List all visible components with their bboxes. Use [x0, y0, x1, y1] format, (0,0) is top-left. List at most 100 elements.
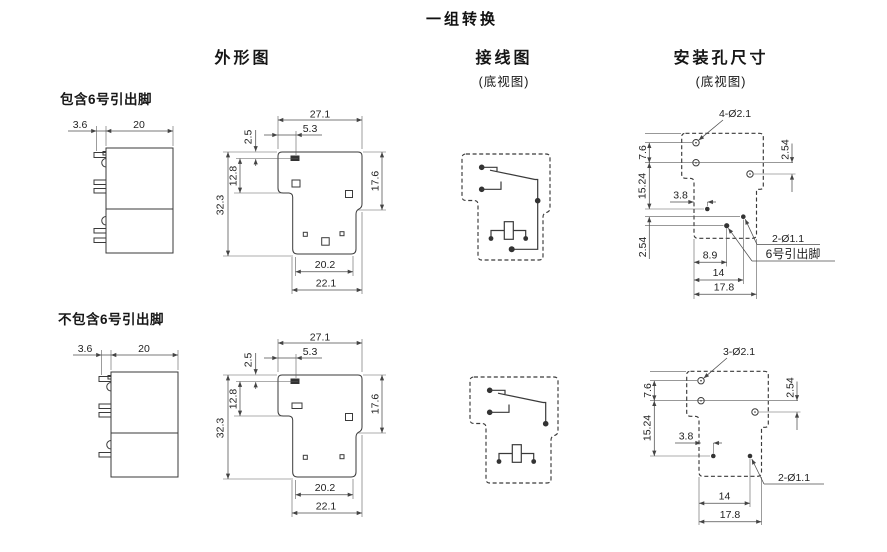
dim-right-pitch: 2.54: [785, 377, 797, 398]
dim-left-step-height: 12.8: [228, 166, 240, 187]
small-hole: [741, 214, 746, 219]
wiring-diagram-row1: [461, 153, 551, 261]
coil-symbol-row2: [496, 444, 537, 464]
side-view-dimensions-row2: 3.6 20: [73, 343, 179, 375]
pin-square-right: [345, 413, 353, 421]
mounting-dimensions-row2: 7.6 15.24 2.54 3.8 14 17.8: [642, 370, 801, 525]
dim-bottom-outer-width: 22.1: [316, 501, 337, 513]
switch-blade: [497, 392, 544, 404]
column-subtitle-wiring: (底视图): [478, 75, 530, 89]
dim-total-height: 32.3: [215, 195, 227, 216]
pin-square-right: [345, 190, 353, 198]
dim-body-width: 20: [133, 119, 145, 131]
pin6-square-bottom-center: [321, 237, 330, 246]
dim-bottom-inner-width: 20.2: [315, 259, 336, 271]
mounting-outline-row1: [681, 132, 764, 239]
pin6-label: 6号引出脚: [766, 246, 821, 261]
row2-label: 不包含6号引出脚: [58, 312, 165, 327]
bottom-view-dimensions-row2: 27.1 5.3 2.5 12.8 32.3 17.6 20.2 22.1: [215, 332, 386, 517]
dim-top-width: 27.1: [310, 109, 331, 121]
dim-row-pitch-2: 15.24: [642, 415, 654, 441]
wiring-outline-row1: [461, 153, 551, 261]
mounting-holes-row2: [697, 377, 759, 459]
relay-outline-bottom-row2: [277, 374, 363, 478]
column-header-mounting-group: 安装孔尺寸 (底视图): [656, 44, 786, 90]
relay-outline-bottom-row1: [277, 151, 363, 255]
dim-row-pitch-3: 2.54: [637, 237, 649, 258]
small-hole: [747, 453, 753, 459]
bottom-view-diagram-row1: 27.1 5.3 2.5 12.8 32.3 17.6 20.2 22.1: [215, 109, 386, 294]
dim-bottom-outer-width: 22.1: [316, 278, 337, 290]
row1-label: 包含6号引出脚: [60, 92, 153, 107]
side-view-diagram-row1: 3.6 20: [68, 119, 174, 254]
small-hole: [711, 453, 716, 459]
dim-col-offset: 3.8: [673, 190, 688, 202]
bottom-view-dimensions-row1: 27.1 5.3 2.5 12.8 32.3 17.6 20.2 22.1: [215, 109, 386, 294]
pin-square-left: [291, 402, 303, 409]
coil-terminal-dot: [523, 236, 529, 241]
dim-right-pitch: 2.54: [780, 139, 792, 160]
dim-row-pitch-1: 7.6: [637, 145, 649, 160]
mounting-labels-row2: 3-Ø2.1 2-Ø1.1: [703, 346, 824, 485]
relay-contacts-row1: [478, 164, 541, 253]
pin6-hole: [724, 223, 730, 229]
pin-square-bottom-left: [302, 454, 308, 460]
small-hole: [705, 206, 710, 212]
wiring-diagram-row2: [469, 376, 559, 484]
column-subtitle-mounting: (底视图): [695, 75, 747, 89]
terminal-dot: [478, 164, 485, 171]
coil-terminal-dot: [496, 459, 502, 464]
column-header-wiring-group: 接线图 (底视图): [444, 44, 564, 90]
side-view-dimensions-row1: 3.6 20: [68, 119, 174, 151]
column-header-wiring: 接线图: [475, 50, 533, 67]
dim-pin-protrusion: 3.6: [78, 343, 93, 355]
terminal-dot-pin6: [508, 246, 515, 253]
dim-total-width: 17.8: [714, 282, 735, 294]
mounting-holes-diagram-row1: 7.6 15.24 2.54 2.54 3.8 8.9 14 17.8 4-Ø2…: [637, 108, 835, 299]
column-header-outline: 外形图: [214, 50, 272, 67]
mounting-holes-row1: [692, 139, 754, 229]
switch-blade: [489, 169, 536, 181]
dim-pin-offset-y: 2.5: [243, 353, 255, 368]
dim-body-width: 20: [138, 343, 150, 355]
dim-total-width: 17.8: [720, 509, 741, 521]
wiring-outline-row2: [469, 376, 559, 484]
dim-pin-offset-y: 2.5: [243, 130, 255, 145]
terminal-dot: [534, 197, 541, 204]
coil-terminal-dot: [488, 236, 494, 241]
terminal-dot: [486, 409, 493, 416]
coil-symbol-row1: [488, 221, 529, 241]
dim-total-height: 32.3: [215, 418, 227, 439]
dim-bottom-inner-width: 20.2: [315, 482, 336, 494]
bottom-view-diagram-row2: 27.1 5.3 2.5 12.8 32.3 17.6 20.2 22.1: [215, 332, 386, 517]
terminal-dot: [478, 186, 485, 193]
dim-pin6-x: 8.9: [703, 250, 718, 262]
relay-contacts-row2: [486, 387, 549, 427]
page-title: 一组转换: [425, 11, 498, 28]
dim-top-width: 27.1: [310, 332, 331, 344]
dim-pin-protrusion: 3.6: [73, 119, 88, 131]
terminal-dot: [486, 387, 493, 394]
terminal-dot: [542, 420, 549, 427]
dim-left-step-height: 12.8: [228, 389, 240, 410]
dim-pin-offset-x: 5.3: [303, 346, 318, 358]
pin-square-bottom-left: [302, 231, 308, 237]
small-holes-label: 2-Ø1.1: [778, 472, 810, 484]
mounting-holes-diagram-row2: 7.6 15.24 2.54 3.8 14 17.8 3-Ø2.1 2-Ø1.1: [642, 346, 824, 525]
big-holes-label: 3-Ø2.1: [723, 346, 755, 358]
relay-body-side-row1: [93, 147, 174, 254]
small-holes-label: 2-Ø1.1: [772, 233, 804, 245]
side-view-diagram-row2: 3.6 20: [73, 343, 179, 478]
dim-right-height: 17.6: [370, 171, 382, 192]
pin-square-bottom-right: [339, 454, 345, 460]
dim-col-offset: 3.8: [679, 431, 694, 443]
mounting-dimensions-row1: 7.6 15.24 2.54 2.54 3.8 8.9 14 17.8: [637, 132, 796, 299]
big-holes-label: 4-Ø2.1: [719, 108, 751, 120]
mounting-outline-row2: [686, 370, 769, 477]
dim-col-pitch: 14: [719, 491, 731, 503]
dim-row-pitch-1: 7.6: [642, 383, 654, 398]
mounting-labels-row1: 4-Ø2.1 2-Ø1.1 6号引出脚: [698, 108, 835, 262]
dim-row-pitch-2: 15.24: [637, 173, 649, 199]
pin-square-left: [291, 179, 301, 188]
